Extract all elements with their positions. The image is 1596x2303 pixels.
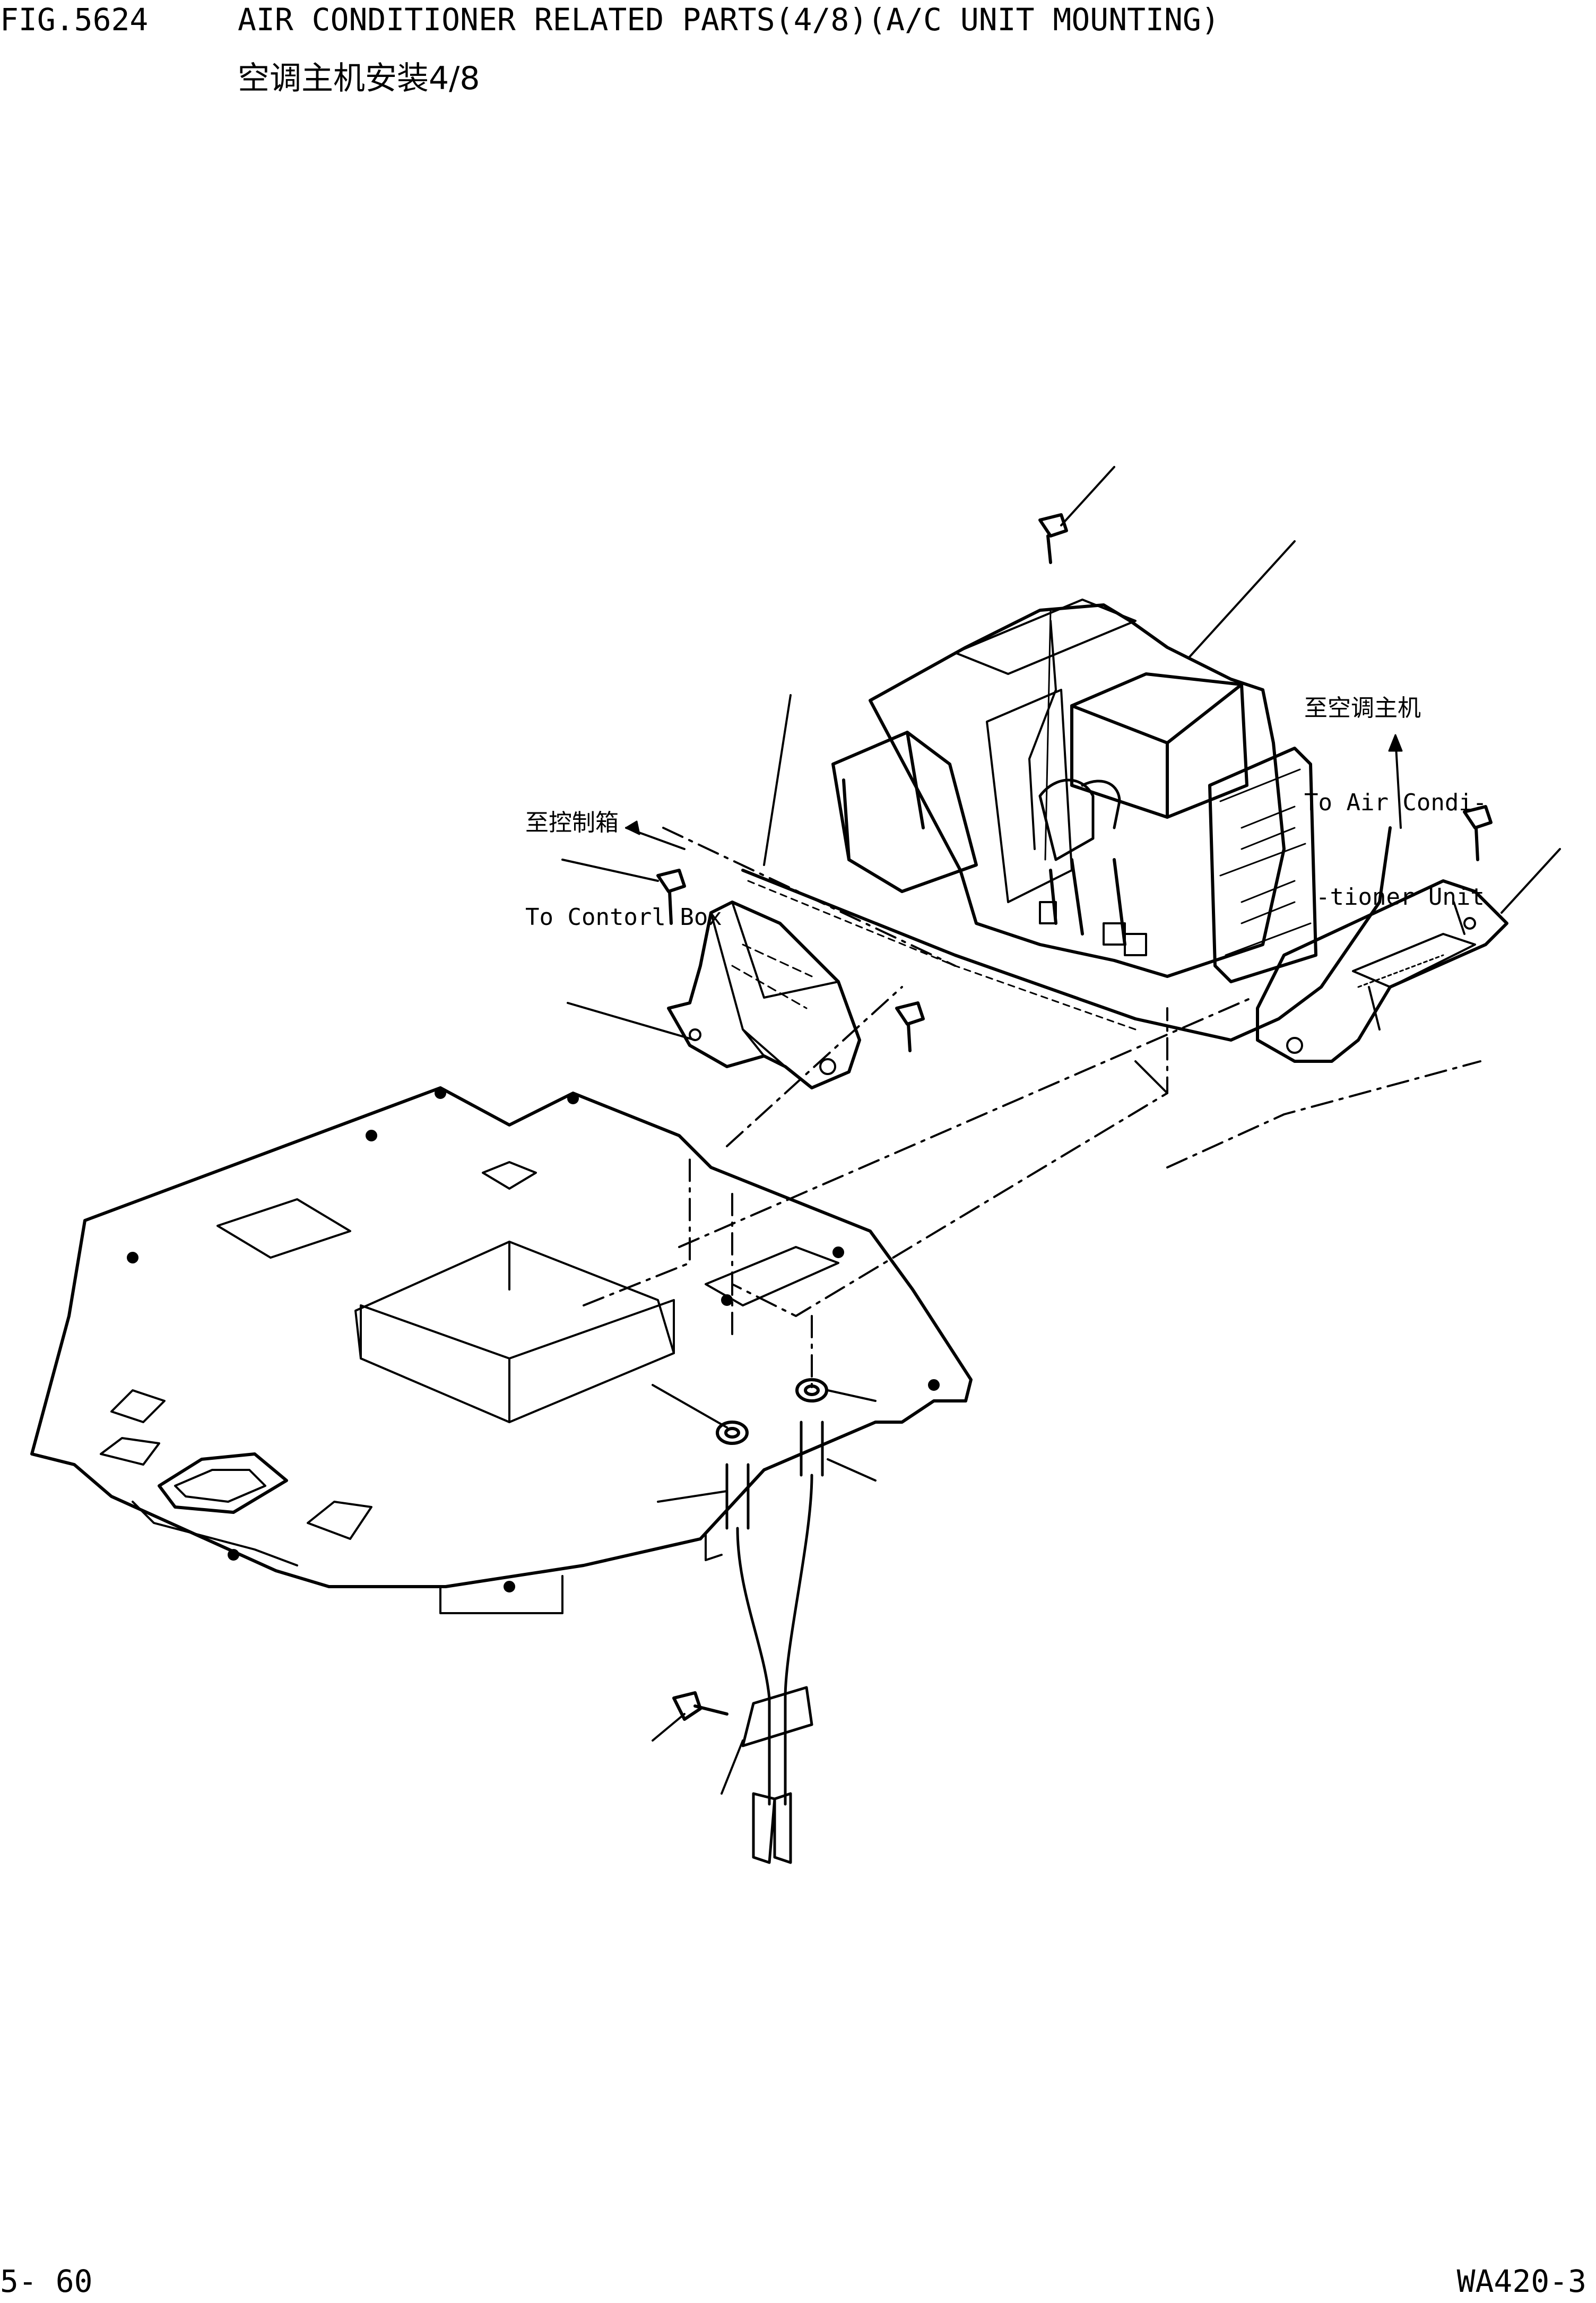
drain-hose xyxy=(741,826,1392,1042)
callout-to-ac-unit: 至空调主机 To Air Condi- -tioner Unit xyxy=(1304,629,1487,945)
nut xyxy=(716,1421,749,1445)
callout-ac-en-line1: To Air Condi- xyxy=(1304,789,1487,816)
figure-subtitle: 空调主机安装4/8 xyxy=(238,60,480,97)
arrow-to-ac-unit xyxy=(1388,734,1403,752)
assembly-guide-lines xyxy=(583,827,1481,1391)
callout-ac-en-line2: -tioner Unit xyxy=(1316,884,1485,911)
right-mounting-bracket xyxy=(1256,879,1508,1063)
left-mounting-bracket xyxy=(667,901,861,1089)
bolt xyxy=(656,869,686,925)
bolt xyxy=(1463,805,1493,861)
ac-unit xyxy=(831,599,1317,983)
wire-harness xyxy=(725,1421,824,1864)
bolt xyxy=(1038,513,1068,564)
arrow-to-control-box xyxy=(625,820,640,835)
callout-ac-zh: 至空调主机 xyxy=(1304,694,1421,722)
callout-to-control-box: 至控制箱 To Contorl Box xyxy=(525,744,722,965)
figure-title: AIR CONDITIONER RELATED PARTS(4/8)(A/C U… xyxy=(238,2,1220,38)
figure-number: FIG.5624 xyxy=(0,2,149,38)
bolt xyxy=(672,1691,728,1721)
model-number: WA420-3 xyxy=(1456,2263,1586,2299)
bolt xyxy=(895,1001,925,1052)
floor-plate xyxy=(30,1086,973,1614)
page-number: 5- 60 xyxy=(0,2263,93,2299)
leader-lines xyxy=(561,466,1561,1795)
callout-control-zh: 至控制箱 xyxy=(525,809,619,836)
callout-control-en: To Contorl Box xyxy=(525,903,722,931)
